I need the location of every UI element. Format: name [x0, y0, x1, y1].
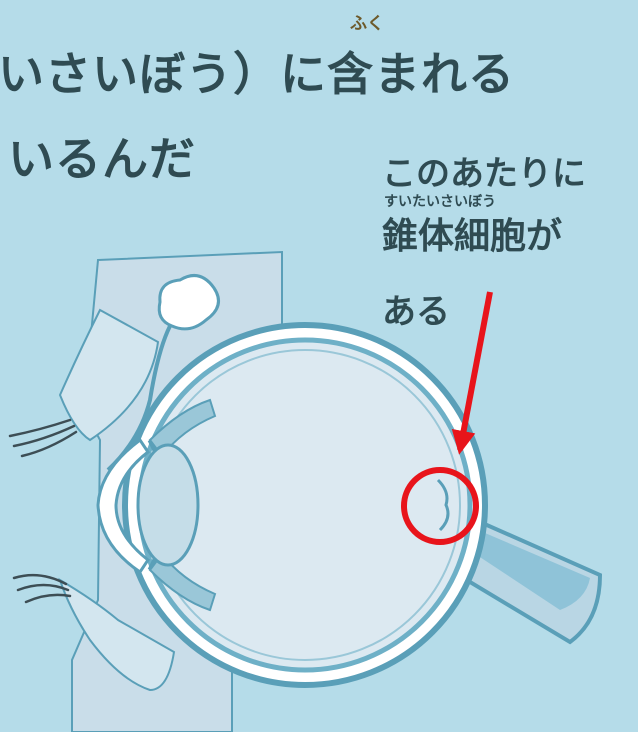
heading-line-2: いるんだ	[8, 132, 196, 186]
lower-eyelashes	[12, 573, 72, 604]
heading-ruby-fuku: ふく	[350, 14, 384, 34]
lower-eyelid	[58, 577, 176, 692]
heading-line-1: いさいぼう）に含まれる	[0, 47, 515, 101]
optic-nerve-inner	[448, 530, 590, 610]
fovea	[436, 478, 450, 532]
annotation-line-3: ある	[382, 292, 450, 332]
annotation-ruby-cone-cell: すいたいさいぼう	[384, 194, 496, 210]
cornea	[96, 437, 151, 575]
highlight-circle	[401, 467, 479, 545]
pointer-arrow	[451, 291, 493, 455]
upper-eyelashes	[8, 418, 78, 458]
upper-eyelid	[58, 308, 160, 442]
annotation-line-2: 錐体細胞が	[382, 216, 563, 257]
annotation-line-1: このあたりに	[382, 154, 586, 194]
lacrimal-gland	[157, 274, 220, 331]
crystalline-lens	[136, 443, 200, 567]
